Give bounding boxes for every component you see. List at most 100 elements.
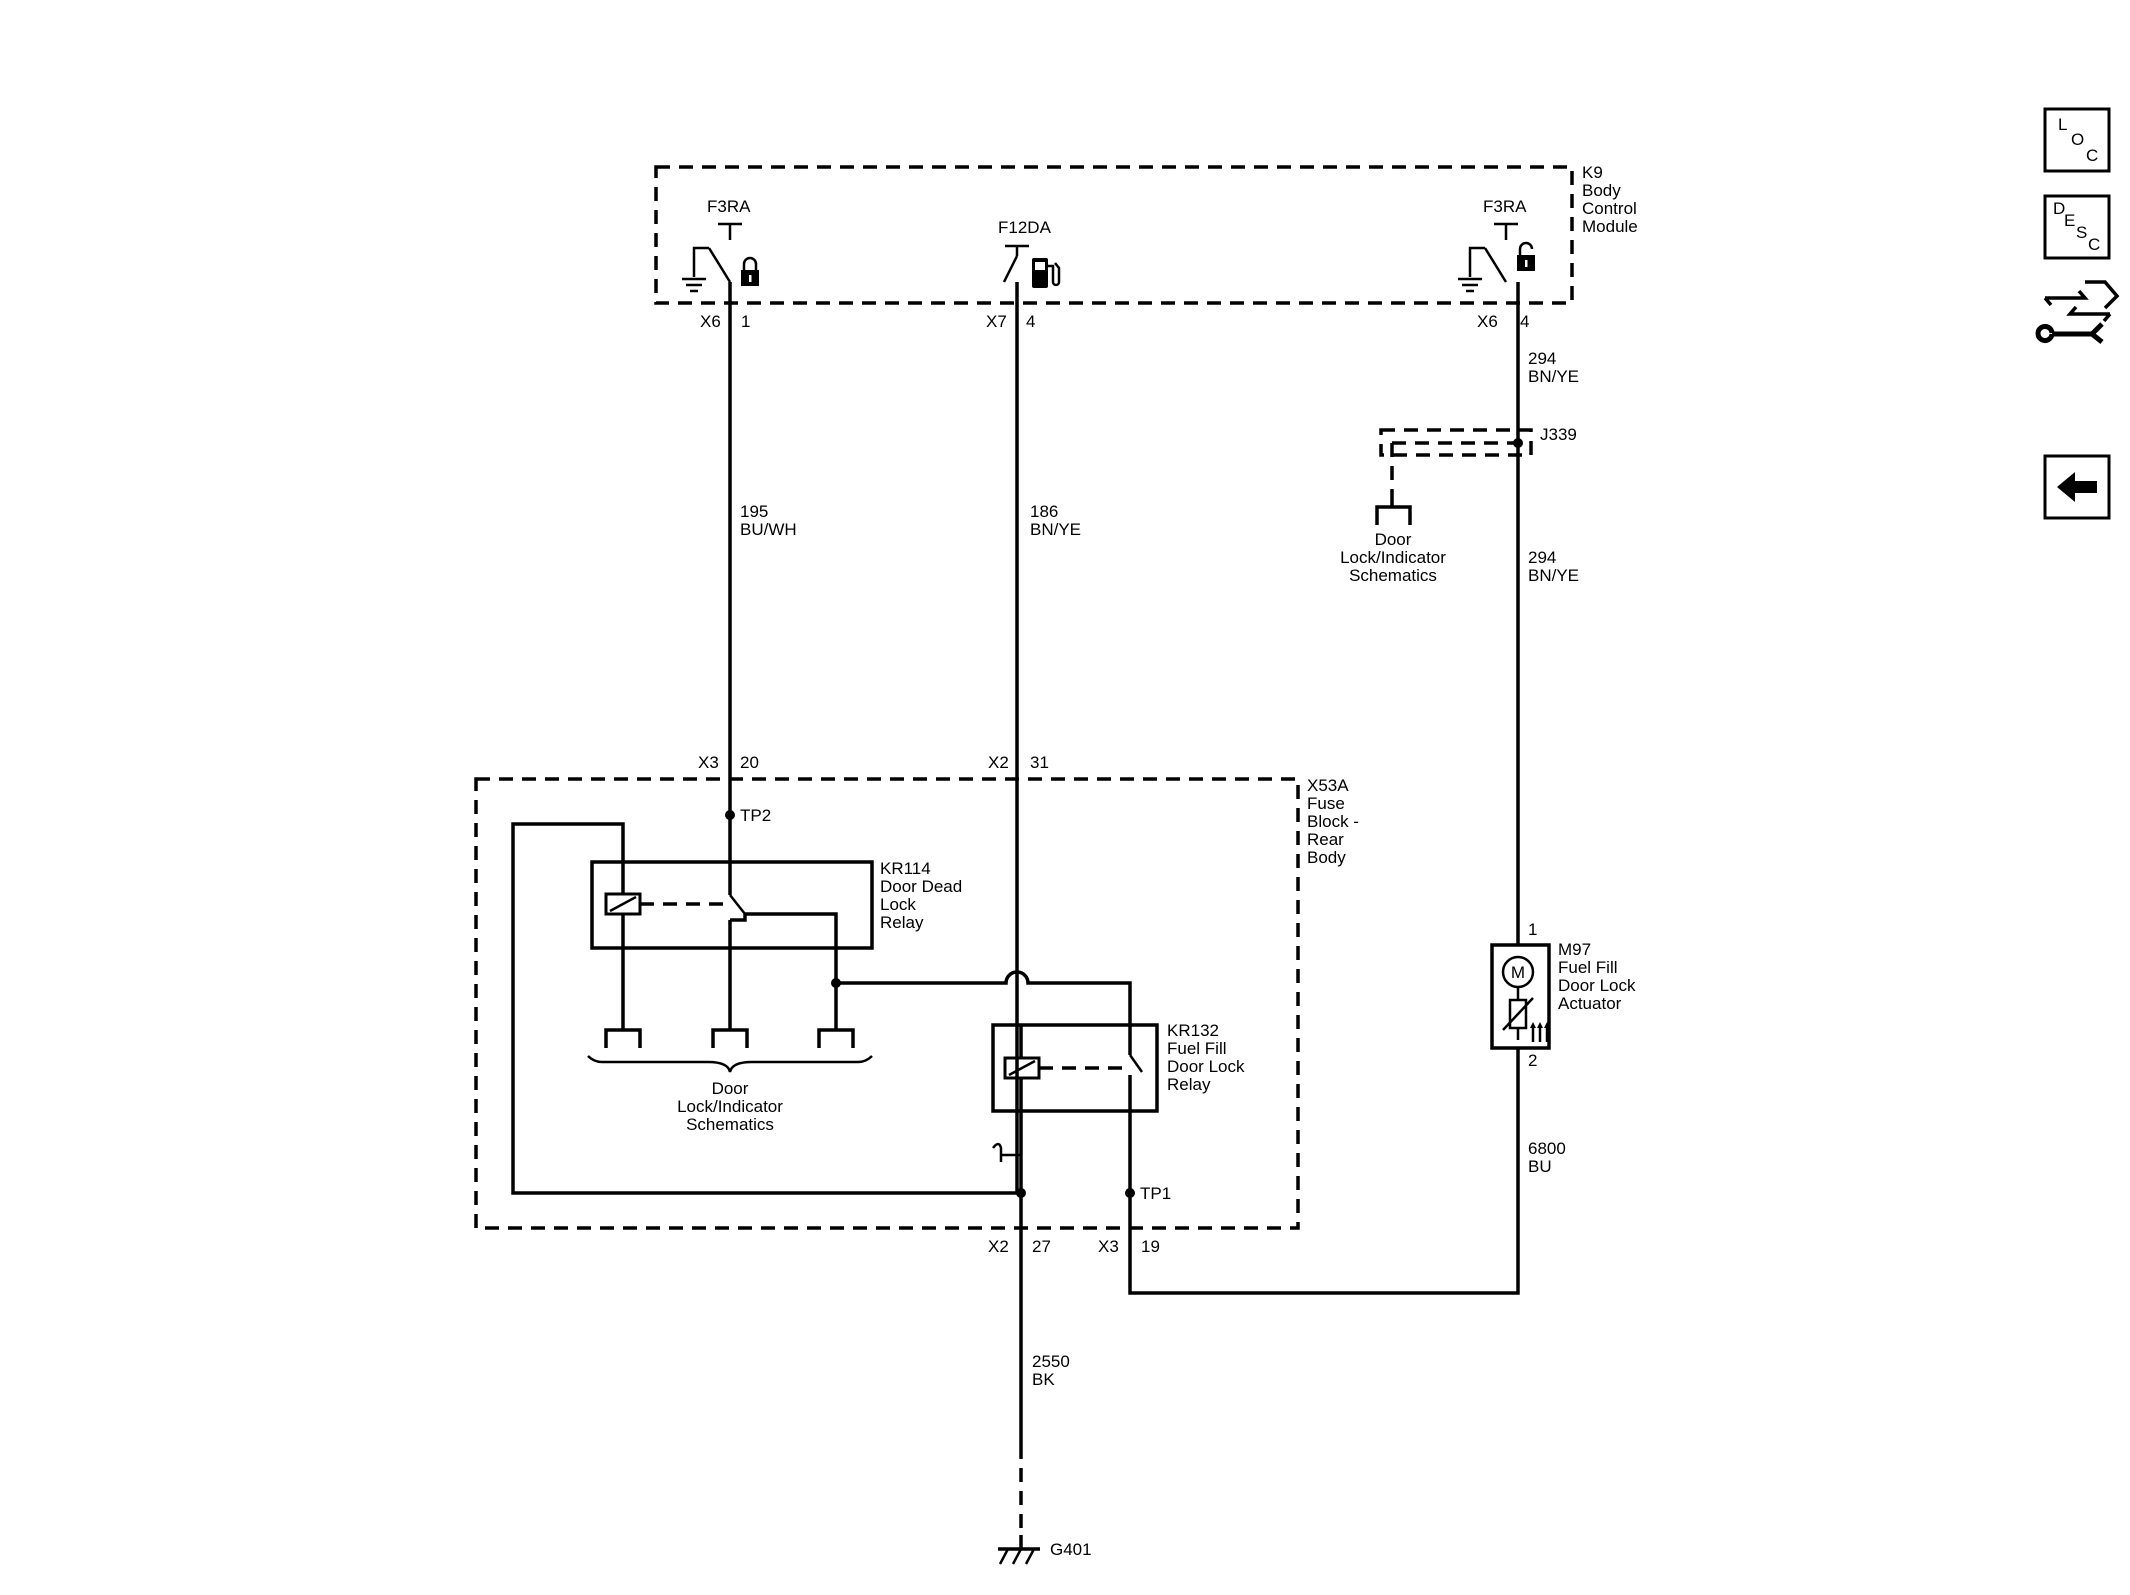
unlock-icon — [1517, 241, 1535, 271]
bcm-output-left: F3RA X6 1 — [682, 197, 759, 331]
back-arrow-icon — [2057, 472, 2097, 502]
loc-button[interactable]: L O C — [2043, 107, 2111, 173]
reference-upper-1: Door — [1375, 530, 1412, 549]
wire-2550-color: BK — [1032, 1370, 1055, 1389]
pin-out-ground-number: 27 — [1032, 1237, 1051, 1256]
tp1-label: TP1 — [1140, 1184, 1171, 1203]
wire-195-circuit: 195 — [740, 502, 768, 521]
desc-letter-c: C — [2088, 235, 2100, 254]
m97-label-1: M97 — [1558, 940, 1591, 959]
loc-letter-c: C — [2086, 146, 2098, 165]
k9-label-1: K9 — [1582, 163, 1603, 182]
kr132-label-2: Fuel Fill — [1167, 1039, 1227, 1058]
relay-kr132[interactable]: KR132 Fuel Fill Door Lock Relay — [991, 1021, 1245, 1193]
actuator-m97[interactable]: M 1 2 M97 Fuel Fill Door Lock Actuator — [1490, 920, 1636, 1070]
connectors-door-lock — [587, 1028, 873, 1073]
loc-letter-l: L — [2058, 115, 2067, 134]
wire-294-lower-color: BN/YE — [1528, 566, 1579, 585]
kr114-label-2: Door Dead — [880, 877, 962, 896]
output-right-pin: 4 — [1520, 312, 1529, 331]
kr132-label-1: KR132 — [1167, 1021, 1219, 1040]
pin-in-left-connector: X3 — [698, 753, 719, 772]
wire-294-upper-circuit: 294 — [1528, 349, 1556, 368]
pin-in-left-number: 20 — [740, 753, 759, 772]
output-left-pin: 1 — [741, 312, 750, 331]
internal-wiring — [511, 822, 1135, 1198]
k9-label-4: Module — [1582, 217, 1638, 236]
wire-195[interactable]: 195 BU/WH — [728, 282, 797, 895]
connector-wrench-icon[interactable] — [2035, 280, 2120, 344]
x53a-label-3: Block - — [1307, 812, 1359, 831]
desc-letter-d: D — [2053, 199, 2065, 218]
pin-in-center-number: 31 — [1030, 753, 1049, 772]
kr132-label-3: Door Lock — [1167, 1057, 1245, 1076]
k9-body-control-module[interactable]: K9 Body Control Module — [654, 163, 1638, 305]
kr114-label-4: Relay — [880, 913, 924, 932]
reference-upper-2: Lock/Indicator — [1340, 548, 1446, 567]
m97-label-3: Door Lock — [1558, 976, 1636, 995]
desc-button[interactable]: D E S C — [2043, 194, 2111, 260]
ground-icon — [1458, 277, 1482, 293]
x53a-fuse-block[interactable]: X53A Fuse Block - Rear Body — [474, 776, 1359, 1230]
kr114-label-3: Lock — [880, 895, 916, 914]
output-right-connector: X6 — [1477, 312, 1498, 331]
pin-out-actuator-connector: X3 — [1098, 1237, 1119, 1256]
wire-294-upper-color: BN/YE — [1528, 367, 1579, 386]
kr114-label-1: KR114 — [880, 859, 931, 878]
k9-label-2: Body — [1582, 181, 1621, 200]
wire-2550[interactable]: 2550 BK — [1019, 1193, 1070, 1535]
reference-upper-3: Schematics — [1349, 566, 1437, 585]
reference-lower-2: Lock/Indicator — [677, 1097, 783, 1116]
lock-icon — [741, 256, 759, 286]
x53a-label-5: Body — [1307, 848, 1346, 867]
pin-out-actuator-number: 19 — [1141, 1237, 1160, 1256]
wire-6800-color: BU — [1528, 1157, 1552, 1176]
ground-stub-icon — [992, 1111, 1023, 1193]
k9-label-3: Control — [1582, 199, 1637, 218]
wire-186-color: BN/YE — [1030, 520, 1081, 539]
output-center-name: F12DA — [998, 218, 1052, 237]
test-point-tp1[interactable]: TP1 — [1140, 1184, 1171, 1203]
wire-6800-circuit: 6800 — [1528, 1139, 1566, 1158]
actuator-pin-bottom: 2 — [1528, 1051, 1537, 1070]
m97-label-2: Fuel Fill — [1558, 958, 1618, 977]
wire-195-color: BU/WH — [740, 520, 797, 539]
wire-6800[interactable]: 6800 BU — [1128, 1048, 1566, 1295]
x53a-label-4: Rear — [1307, 830, 1344, 849]
wire-294-lower[interactable]: 294 BN/YE — [1516, 443, 1579, 945]
x53a-label-1: X53A — [1307, 776, 1349, 795]
fuse-block-pins: X3 20 X2 31 X2 27 X3 19 — [698, 753, 1160, 1256]
pin-in-center-connector: X2 — [988, 753, 1009, 772]
reference-door-lock-lower[interactable]: Door Lock/Indicator Schematics — [677, 1079, 783, 1134]
output-right-name: F3RA — [1483, 197, 1527, 216]
tp2-label: TP2 — [740, 806, 771, 825]
wire-186[interactable]: 186 BN/YE — [1015, 282, 1081, 969]
fuel-pump-icon — [1032, 258, 1061, 288]
ground-icon — [682, 277, 706, 293]
back-button[interactable] — [2043, 454, 2111, 520]
ground-name: G401 — [1050, 1540, 1092, 1559]
loc-letter-o: O — [2071, 130, 2084, 149]
test-point-tp2[interactable]: TP2 — [725, 806, 771, 825]
wire-186-circuit: 186 — [1030, 502, 1058, 521]
wire-294-lower-circuit: 294 — [1528, 548, 1556, 567]
pin-out-ground-connector: X2 — [988, 1237, 1009, 1256]
actuator-arrows-icon — [1530, 1022, 1550, 1042]
actuator-pin-top: 1 — [1528, 920, 1537, 939]
kr132-label-4: Relay — [1167, 1075, 1211, 1094]
reference-lower-1: Door — [712, 1079, 749, 1098]
ground-g401[interactable]: G401 — [998, 1535, 1092, 1565]
bcm-output-center: F12DA X7 4 — [986, 218, 1061, 331]
wire-2550-circuit: 2550 — [1032, 1352, 1070, 1371]
m97-label-4: Actuator — [1558, 994, 1622, 1013]
relay-kr114[interactable]: KR114 Door Dead Lock Relay — [590, 859, 962, 950]
output-left-name: F3RA — [707, 197, 751, 216]
splice-j339[interactable]: J339 — [1379, 425, 1577, 500]
wire-294-upper[interactable]: 294 BN/YE — [1516, 282, 1579, 443]
splice-name: J339 — [1540, 425, 1577, 444]
output-center-pin: 4 — [1026, 312, 1035, 331]
reference-door-lock-upper[interactable]: Door Lock/Indicator Schematics — [1340, 500, 1446, 585]
motor-symbol: M — [1511, 963, 1525, 982]
bcm-output-right: F3RA X6 4 — [1458, 197, 1535, 331]
